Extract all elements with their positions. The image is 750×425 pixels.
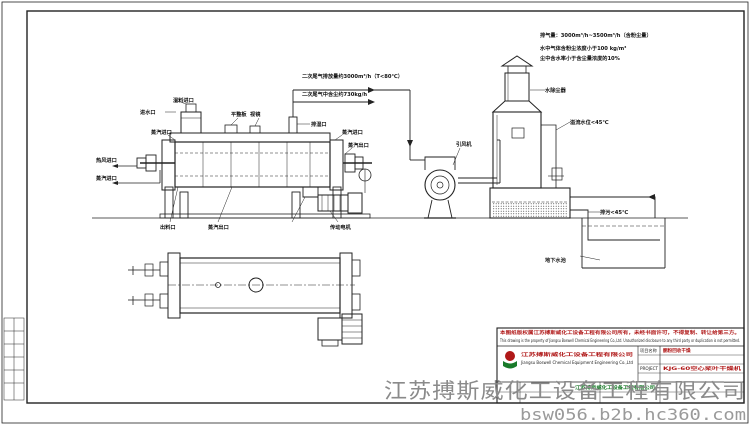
scrubber-label: 水除尘器 [545, 86, 567, 94]
annotation-labels: 湿料进口 进水口 平整板 视镜 排湿口 蒸汽进口 蒸汽进口 蒸汽出口 热风进口 … [95, 31, 652, 264]
drawing-border-inner [26, 10, 745, 404]
sight-glass-label: 视镜 [250, 110, 261, 118]
copyright-notice: 本图纸版权属江苏搏斯威化工设备工程有限公司所有，未经书面许可，不得复制、转让给第… [499, 329, 740, 336]
steam-inlet-label-1: 蒸汽进口 [150, 128, 172, 136]
company-logo [503, 351, 517, 369]
drive-motor-label: 传动电机 [329, 223, 352, 231]
drain-label: 排污<45℃ [600, 208, 628, 216]
fan-label: 引风机 [456, 140, 472, 148]
exhaust-port-label: 排湿口 [311, 120, 327, 128]
company-bar: 江苏搏斯威化工设备工程有限公司 [575, 384, 655, 391]
spec-line-2: 水中气体含粉尘浓度小于100 kg/m³ [540, 44, 626, 52]
spec-line-3: 尘中含水率小于含尘量浓度的10% [540, 54, 621, 62]
steam-outlet-label-2: 蒸汽出口 [207, 223, 229, 231]
dryer-top-cover [169, 132, 331, 143]
induced-draft-fan [424, 156, 456, 219]
hot-air-inlet-label: 热风进口 [96, 156, 117, 164]
discharge-label: 出料口 [160, 223, 176, 231]
watermark-url: bsw056.b2b.hc360.com [520, 405, 746, 424]
steam-outlet-label-1: 蒸汽出口 [347, 141, 369, 149]
spec-line-1: 排气量：3000m³/h~3500m³/h（含粉尘量） [540, 31, 652, 39]
drain-piping [570, 196, 660, 241]
margin-revision-boxes [3, 317, 25, 401]
project-name: 酮粉回收干燥 [663, 347, 691, 354]
drawing-name: KJG-60空心桨叶干燥机 [663, 365, 742, 372]
water-inlet-label: 进水口 [140, 108, 156, 116]
feed-hopper [180, 111, 202, 134]
gas-note-2: 二次尾气中含尘约730kg/h [302, 90, 367, 98]
wastewater-label: 地下水池 [545, 256, 567, 264]
feed-inlet-label: 湿料进口 [173, 96, 194, 104]
underground-pool [581, 218, 666, 269]
project-label: 项目名称 [640, 347, 657, 354]
water-scrubber-tower [489, 55, 571, 219]
exhaust-nozzle [288, 116, 298, 134]
copyright-notice-en: This drawing is the property of Jiangsu … [499, 338, 740, 343]
overflow-label: 溢流水位<45℃ [570, 118, 609, 126]
watermark: 江苏搏斯威化工设备工程有限公司 bsw056.b2b.hc360.com [384, 379, 746, 424]
company-name-cn: 江苏搏斯威化工设备工程有限公司 [521, 351, 634, 358]
leveler-label: 平整板 [231, 110, 247, 118]
steam-inlet-label-2: 蒸汽进口 [341, 128, 363, 136]
paddle-dryer [118, 103, 372, 219]
steam-inlet-label-3: 蒸汽进口 [95, 174, 117, 182]
exhaust-duct [292, 89, 501, 184]
dryer-plan-view [128, 252, 363, 347]
company-name-en: Jiangsu Boswell Chemical Equipment Engin… [520, 360, 633, 365]
gas-note-1: 二次尾气排放量约3000m³/h（T<80℃） [302, 72, 403, 80]
title-block: 本图纸版权属江苏搏斯威化工设备工程有限公司所有，未经书面许可，不得复制、转让给第… [496, 327, 745, 404]
dryer-trough [174, 141, 331, 188]
project-code: PROJECT [640, 366, 659, 371]
leader-lines [165, 89, 601, 261]
watermark-company: 江苏搏斯威化工设备工程有限公司 [384, 379, 746, 403]
